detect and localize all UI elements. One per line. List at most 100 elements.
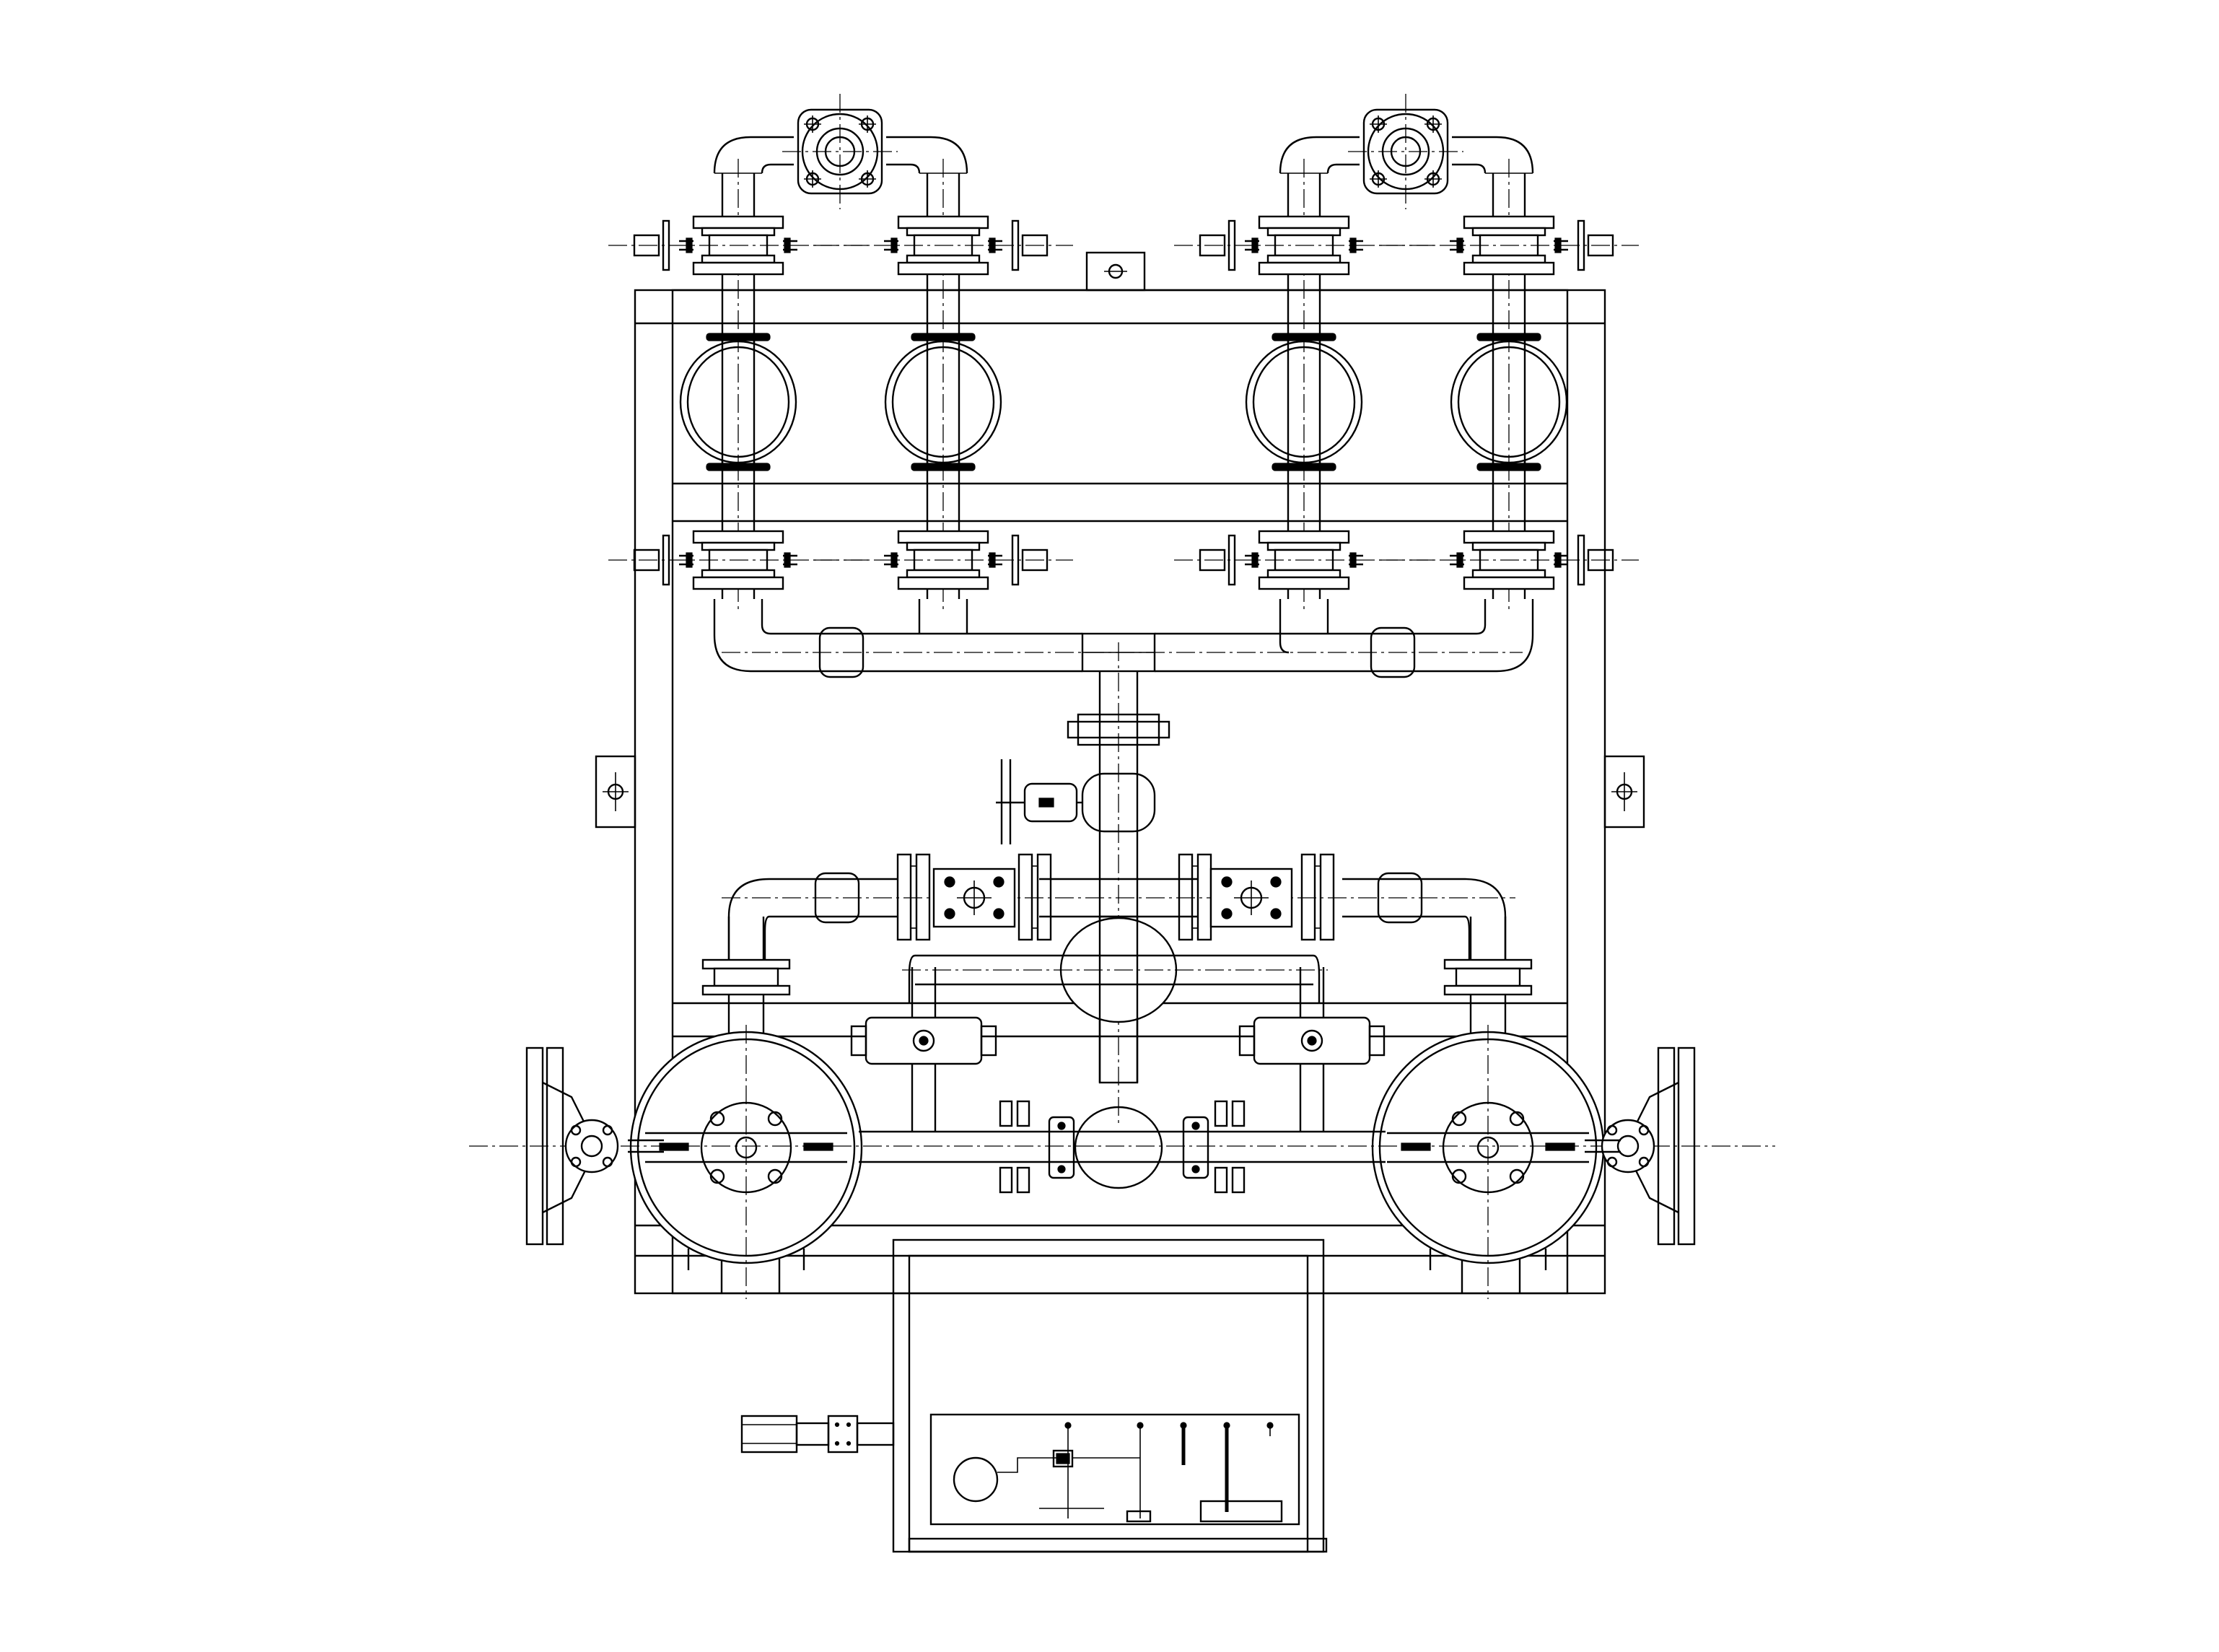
internal-mark [803, 1142, 833, 1151]
end-flange-plate [525, 1046, 544, 1246]
flange-plate [1319, 853, 1335, 941]
lifting-lug-top [1085, 251, 1146, 292]
central-tank [902, 915, 1328, 1084]
bolt-head [993, 876, 1005, 888]
actuator-indicator-dot [1307, 1036, 1317, 1046]
flange-gasket [906, 541, 981, 551]
flange-plate [692, 215, 784, 230]
header-flange [1016, 1100, 1030, 1127]
bolt-head [1191, 1122, 1200, 1130]
inlet-flange-right [1348, 94, 1463, 209]
flange-plate [1036, 853, 1052, 941]
bracket-pad [1021, 234, 1049, 257]
bolt-hole [1451, 1168, 1467, 1184]
bolt-head [1057, 1165, 1066, 1174]
bolt-head [1270, 908, 1282, 919]
cable-gland-connector [740, 1415, 895, 1454]
center-riser [1067, 642, 1170, 1126]
header-flange [1231, 1166, 1246, 1194]
end-port [564, 1119, 619, 1174]
flange-plate [701, 984, 791, 996]
flange-gasket [1266, 254, 1342, 264]
flange-plate [1196, 853, 1212, 941]
handwheel-valve [996, 759, 1156, 844]
end-port-inner [1616, 1135, 1640, 1158]
flange-gasket [906, 254, 981, 264]
flange-gasket [1471, 254, 1546, 264]
diaphragm-valves [679, 333, 1568, 471]
bracket-pad [1587, 234, 1614, 257]
flange-plate [1178, 853, 1194, 941]
flange-plate [915, 853, 931, 941]
flange-gasket [701, 227, 776, 237]
top-manifold-left [713, 136, 968, 174]
flange-plate [897, 261, 989, 276]
bolt-hole [570, 1156, 582, 1168]
bracket-pad [1021, 549, 1049, 572]
terminal-dot [1180, 1422, 1187, 1429]
strainers [932, 867, 1293, 928]
terminal-dot [1137, 1422, 1144, 1429]
bolt-hole [1638, 1156, 1650, 1168]
flange-gasket [1266, 227, 1342, 237]
flange-plate [1463, 576, 1555, 590]
collector-header [713, 599, 1534, 678]
flange-plate [1463, 215, 1555, 230]
pneumatic-actuators [850, 967, 1386, 1132]
terminal-dot [1064, 1422, 1072, 1429]
bolt-head [1221, 876, 1233, 888]
flange-plate [1443, 984, 1533, 996]
bolt-hole [1509, 1111, 1525, 1127]
bolt-hole [1606, 1156, 1618, 1168]
end-port [1601, 1119, 1655, 1174]
flange-plate [1258, 576, 1350, 590]
vessel-nozzle-flanges [701, 917, 1533, 1039]
vertical-pipes [721, 159, 1526, 613]
header-flange [999, 1100, 1013, 1127]
bolt-head [1191, 1165, 1200, 1174]
terminal-dot [1266, 1422, 1274, 1429]
flange-plate [692, 261, 784, 276]
terminal-dot [1223, 1422, 1230, 1429]
flange-gasket [906, 227, 981, 237]
bolt-head [993, 908, 1005, 919]
bolt-head [1057, 1122, 1066, 1130]
frame-lug-left [595, 755, 636, 829]
internal-mark [1545, 1142, 1575, 1151]
header-flange [1214, 1100, 1228, 1127]
header-coupling [1182, 1116, 1209, 1179]
inlet-flange-left [782, 94, 898, 209]
end-flange-plate [546, 1046, 564, 1246]
flange-plate [1443, 958, 1533, 970]
flange-plate [896, 853, 912, 941]
flange-plate [797, 108, 883, 195]
bolt-hole [767, 1168, 783, 1184]
bolt-hole [602, 1124, 613, 1136]
flange-plate [692, 576, 784, 590]
main-header [469, 1100, 1775, 1194]
top-manifold-right [1279, 136, 1534, 174]
flange-gasket [701, 254, 776, 264]
bolt-head [944, 908, 955, 919]
frame-lug-right [1603, 755, 1645, 829]
bolt-hole [1509, 1168, 1525, 1184]
bolt-hole [709, 1111, 725, 1127]
header-coupling [1048, 1116, 1075, 1179]
end-flange-plate [1657, 1046, 1676, 1246]
flange-plate [1017, 853, 1033, 941]
flange-plate [1362, 108, 1449, 195]
control-cabinet [892, 1238, 1328, 1553]
lower-flange-sets [608, 530, 1639, 590]
header-flange [999, 1166, 1013, 1194]
end-flange-right [1585, 1046, 1696, 1246]
actuator-cap [1368, 1025, 1386, 1057]
flange-plate [1258, 215, 1350, 230]
main-vessel-right [1371, 1025, 1605, 1299]
end-flange-left [525, 1046, 664, 1246]
flange-gasket [1471, 569, 1546, 579]
flange-gasket [1266, 541, 1342, 551]
flange-plate [701, 958, 791, 970]
end-port-inner [580, 1135, 603, 1158]
flange-body [713, 967, 779, 987]
